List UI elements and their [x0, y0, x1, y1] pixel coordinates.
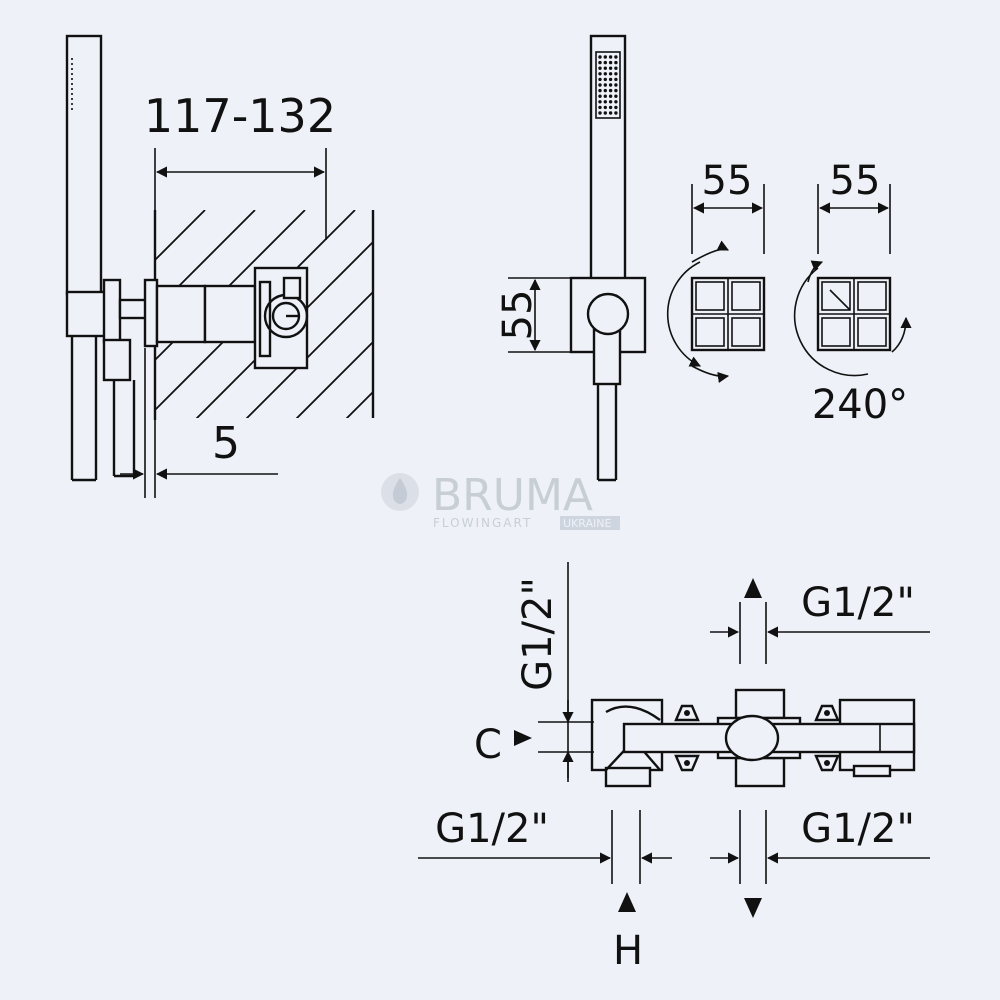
- nozzle-dot: [614, 100, 618, 104]
- plate-height-label: 55: [495, 290, 541, 341]
- nozzle-dot: [603, 105, 607, 110]
- side-view: 117-132 5: [65, 34, 375, 498]
- brand-tagline: FLOWINGART: [433, 516, 532, 530]
- handle-1-width-label: 55: [702, 158, 753, 204]
- front-shower-nozzle-grid: [595, 51, 621, 119]
- front-holder-stem: [592, 328, 622, 386]
- depth-dimension-label: 117-132: [144, 89, 336, 143]
- handle-2: 55 240°: [793, 158, 912, 428]
- nozzle-dot: [614, 55, 618, 59]
- nozzle-dot: [598, 83, 602, 87]
- front-outlet-knob: [586, 292, 630, 336]
- nozzle-dot: [598, 111, 602, 115]
- nozzle-dot: [598, 88, 602, 93]
- nozzle-dot: [603, 55, 607, 59]
- outlet-up-arrow: [744, 578, 762, 598]
- center-valve-top: [734, 688, 786, 720]
- nozzle-dot: [608, 100, 613, 104]
- cover-plate: [143, 278, 159, 348]
- valve-sleeve: [155, 284, 207, 344]
- nozzle-dot: [608, 111, 613, 115]
- hot-inlet-arrow: [618, 892, 636, 912]
- brand-region: UKRAINE: [563, 517, 611, 530]
- nozzle-dot: [608, 88, 613, 93]
- brand-name: BRUMA: [432, 470, 593, 521]
- handle-2-width-label: 55: [830, 158, 881, 204]
- nozzle-dot: [608, 72, 613, 76]
- nozzle-dot: [614, 83, 618, 87]
- thread-bottom-left-label: G1/2": [435, 806, 549, 852]
- nozzle-dot: [603, 100, 607, 104]
- nozzle-dot: [598, 105, 602, 110]
- outlet-elbow: [102, 338, 132, 382]
- nozzle-dot: [603, 72, 607, 76]
- nozzle-dot: [598, 66, 602, 70]
- nozzle-dot: [614, 77, 618, 82]
- nozzle-dot: [608, 60, 613, 65]
- nozzle-dot: [608, 66, 613, 70]
- nozzle-dot: [608, 105, 613, 110]
- nozzle-dot: [603, 60, 607, 65]
- nozzle-dot: [598, 60, 602, 65]
- hot-inlet-label: H: [613, 928, 643, 974]
- rotation-angle-label: 240°: [812, 382, 908, 428]
- nozzle-dot: [608, 77, 613, 82]
- nozzle-dot: [603, 94, 607, 98]
- nozzle-dot: [598, 100, 602, 104]
- wall-outlet-plate: [102, 278, 122, 344]
- nozzle-dot: [603, 66, 607, 70]
- thread-bottom-right-label: G1/2": [801, 806, 915, 852]
- nozzle-dot: [614, 111, 618, 115]
- nozzle-dot: [614, 60, 618, 65]
- nozzle-dot: [598, 94, 602, 98]
- nozzle-dot: [598, 55, 602, 59]
- nozzle-dot: [608, 83, 613, 87]
- bruma-watermark: BRUMA FLOWINGART UKRAINE: [381, 470, 620, 530]
- nozzle-dot: [603, 88, 607, 93]
- nozzle-dot: [603, 111, 607, 115]
- valve-cartridge: [203, 284, 257, 344]
- nozzle-dot: [598, 77, 602, 82]
- plan-view: G1/2" C G1/2" G1/2" H G1/2": [418, 562, 930, 974]
- outlet-down-arrow: [744, 898, 762, 918]
- shower-holder: [65, 290, 109, 338]
- nozzle-dot: [603, 83, 607, 87]
- nozzle-dot: [614, 94, 618, 98]
- thread-top-right-label: G1/2": [801, 580, 915, 626]
- rotation-arrow-1: [666, 261, 702, 367]
- rotation-arrow-2: [793, 267, 869, 377]
- gap-dimension-label: 5: [212, 418, 240, 469]
- nozzle-dot: [603, 77, 607, 82]
- nozzle-dot: [614, 66, 618, 70]
- nozzle-dot: [614, 105, 618, 110]
- handle-1: 55: [666, 158, 766, 383]
- cold-inlet-arrow: [514, 730, 532, 746]
- nozzle-dot: [608, 55, 613, 59]
- thread-top-left-label: G1/2": [515, 577, 561, 691]
- nozzle-dot: [614, 88, 618, 93]
- nozzle-dot: [598, 72, 602, 76]
- nozzle-dot: [614, 72, 618, 76]
- front-view: 55 55: [495, 34, 912, 482]
- nozzle-dot: [608, 94, 613, 98]
- cold-inlet-label: C: [474, 722, 502, 768]
